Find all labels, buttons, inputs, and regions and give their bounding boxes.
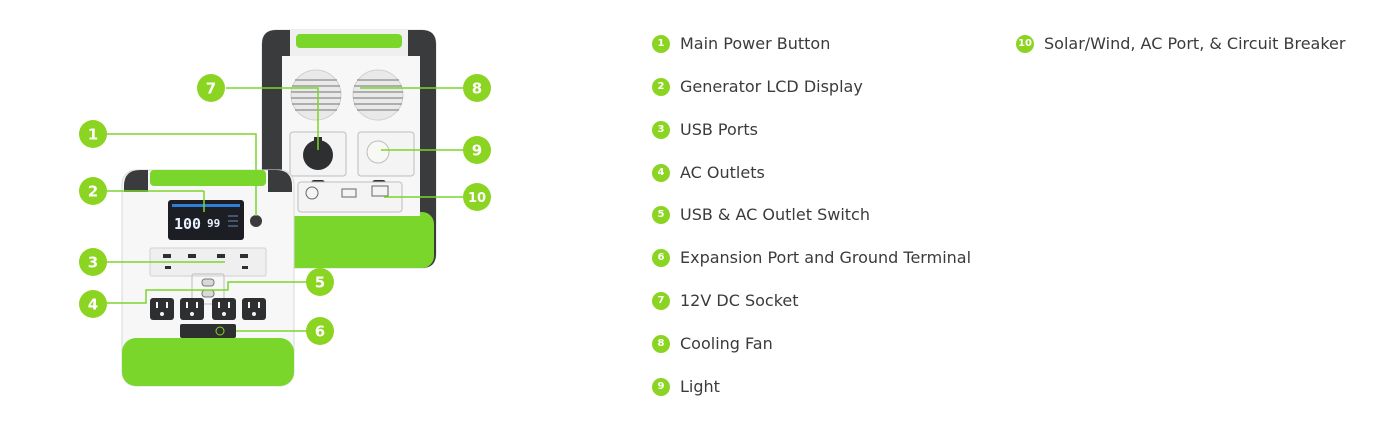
callout-4: 4 [79,290,107,318]
legend-label: 12V DC Socket [680,291,799,310]
dc-socket [303,140,333,170]
legend-label: AC Outlets [680,163,765,182]
legend-label: Light [680,377,720,396]
legend-number: 7 [652,291,670,310]
legend-item-6: 6 Expansion Port and Ground Terminal [652,248,971,267]
legend-number: 9 [652,377,670,396]
svg-text:6: 6 [315,323,325,341]
legend-label: Solar/Wind, AC Port, & Circuit Breaker [1044,34,1346,53]
legend-number: 1 [652,34,670,53]
legend-item-10: 10 Solar/Wind, AC Port, & Circuit Breake… [1016,34,1345,53]
lcd-percent: 100 [174,215,201,233]
callout-3: 3 [79,248,107,276]
light-lamp [366,140,390,164]
callout-2: 2 [79,177,107,205]
legend-number: 3 [652,120,670,139]
leader-lines [97,87,464,332]
back-unit [261,29,437,269]
lcd-display [168,200,244,240]
legend-label: Cooling Fan [680,334,773,353]
legend-number: 2 [652,77,670,96]
cooling-fan [290,69,404,121]
legend-label: Generator LCD Display [680,77,863,96]
svg-text:1: 1 [88,126,98,144]
lcd-value: 99 [207,217,220,230]
power-station-diagram: 100 99 [79,29,491,387]
callout-6: 6 [306,317,334,345]
callout-7: 7 [197,74,225,102]
callout-1: 1 [79,120,107,148]
legend-number: 5 [652,205,670,224]
callout-5: 5 [306,268,334,296]
front-handle [150,170,266,186]
svg-text:3: 3 [88,254,98,272]
front-unit: 100 99 [121,169,295,387]
legend-item-5: 5 USB & AC Outlet Switch [652,205,870,224]
svg-text:2: 2 [88,183,98,201]
back-handle [296,34,402,48]
legend-item-7: 7 12V DC Socket [652,291,799,310]
legend-item-4: 4 AC Outlets [652,163,765,182]
power-button [250,215,262,227]
svg-text:7: 7 [206,80,216,98]
legend-number: 8 [652,334,670,353]
legend-label: Main Power Button [680,34,831,53]
svg-text:4: 4 [88,296,98,314]
legend-label: Expansion Port and Ground Terminal [680,248,972,267]
svg-text:8: 8 [472,80,482,98]
legend-item-1: 1 Main Power Button [652,34,830,53]
legend-number: 4 [652,163,670,182]
legend-number: 6 [652,248,670,267]
callout-8: 8 [463,74,491,102]
legend-item-8: 8 Cooling Fan [652,334,773,353]
ac-outlets [150,298,266,320]
legend-number: 10 [1016,34,1034,53]
callout-10: 10 [463,183,491,211]
callouts: 1 2 3 4 5 6 7 8 9 10 [79,74,491,345]
expansion-port [180,324,236,338]
legend-item-3: 3 USB Ports [652,120,758,139]
legend-label: USB & AC Outlet Switch [680,205,870,224]
legend-item-9: 9 Light [652,377,720,396]
svg-text:10: 10 [468,191,486,206]
legend-item-2: 2 Generator LCD Display [652,77,863,96]
svg-text:9: 9 [472,142,482,160]
callout-9: 9 [463,136,491,164]
svg-text:5: 5 [315,274,325,292]
legend-label: USB Ports [680,120,758,139]
